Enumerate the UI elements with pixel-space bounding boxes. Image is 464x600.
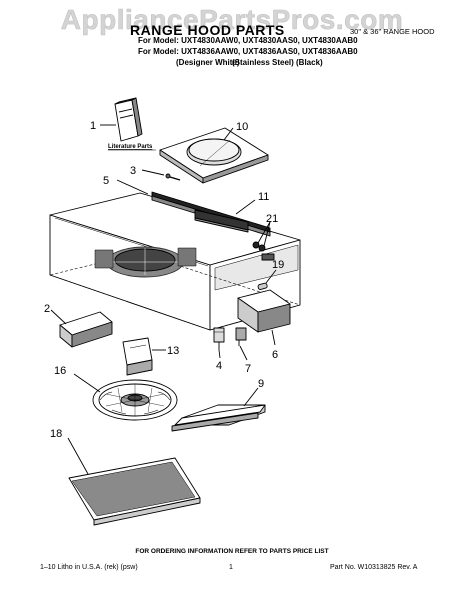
callout-1: 1	[90, 120, 96, 132]
model-line-1: For Model: UXT4830AAW0, UXT4830AAS0, UXT…	[138, 36, 358, 45]
literature-label: Literature Parts	[108, 144, 153, 150]
litho-info: 1–10 Litho in U.S.A. (rek) (psw)	[40, 564, 138, 571]
bottom-plate[interactable]	[171, 404, 266, 432]
callout-21: 21	[266, 213, 278, 225]
leader-line-16	[73, 373, 101, 393]
hood-body[interactable]	[49, 192, 301, 331]
callout-2: 2	[44, 303, 50, 315]
literature-booklet[interactable]	[114, 97, 143, 142]
light-socket[interactable]	[213, 327, 225, 350]
leader-line-3	[141, 169, 165, 176]
leader-line-21a	[257, 221, 271, 244]
page-title: RANGE HOOD PARTS	[130, 22, 285, 38]
leader-line-21b	[263, 221, 271, 247]
callout-3: 3	[130, 165, 136, 177]
leader-line-7	[239, 345, 248, 361]
control-panel-overlay[interactable]	[194, 209, 249, 233]
leader-line-6	[271, 329, 276, 346]
control-switches[interactable]	[252, 241, 275, 261]
switch-bracket[interactable]	[235, 327, 247, 346]
leader-line-5	[116, 179, 149, 195]
blower-wheel[interactable]	[92, 379, 178, 421]
screw[interactable]	[165, 173, 181, 181]
motor-bracket[interactable]	[122, 337, 153, 376]
leader-line-19	[265, 269, 277, 284]
callout-4: 4	[216, 360, 222, 372]
callout-16: 16	[54, 365, 66, 377]
callout-11: 11	[258, 191, 269, 203]
watermark: AppliancePartsPros.com	[60, 4, 404, 36]
grease-filter[interactable]	[68, 457, 201, 526]
damper-assembly[interactable]	[159, 127, 269, 184]
color-black: (Black)	[296, 58, 323, 67]
page-number: 1	[229, 564, 233, 571]
light-lens-cover[interactable]	[237, 289, 291, 333]
fan-housing-bracket[interactable]	[59, 311, 113, 348]
callout-19: 19	[272, 259, 284, 271]
callout-18: 18	[50, 428, 62, 440]
part-number: Part No. W10313825 Rev. A	[330, 564, 418, 571]
callout-7: 7	[245, 363, 251, 375]
color-designer-white: (Designer White)	[176, 58, 240, 67]
leader-line-9	[243, 387, 259, 407]
color-stainless-steel: (Stainless Steel)	[232, 58, 294, 67]
callout-6: 6	[272, 349, 278, 361]
leader-line-10	[223, 127, 234, 141]
page-subtitle: 30" & 36" RANGE HOOD	[350, 27, 435, 36]
leader-line-4	[218, 349, 221, 359]
callout-5: 5	[103, 175, 109, 187]
light-bulb[interactable]	[257, 282, 268, 290]
callout-13: 13	[167, 345, 179, 357]
leader-line-18	[67, 437, 89, 475]
callout-10: 10	[236, 121, 248, 133]
ordering-info: FOR ORDERING INFORMATION REFER TO PARTS …	[135, 548, 329, 555]
leader-line-11	[235, 199, 256, 215]
callout-9: 9	[258, 378, 264, 390]
leader-line-2	[50, 309, 67, 325]
model-line-2: For Model: UXT4836AAW0, UXT4836AAS0, UXT…	[138, 47, 358, 56]
